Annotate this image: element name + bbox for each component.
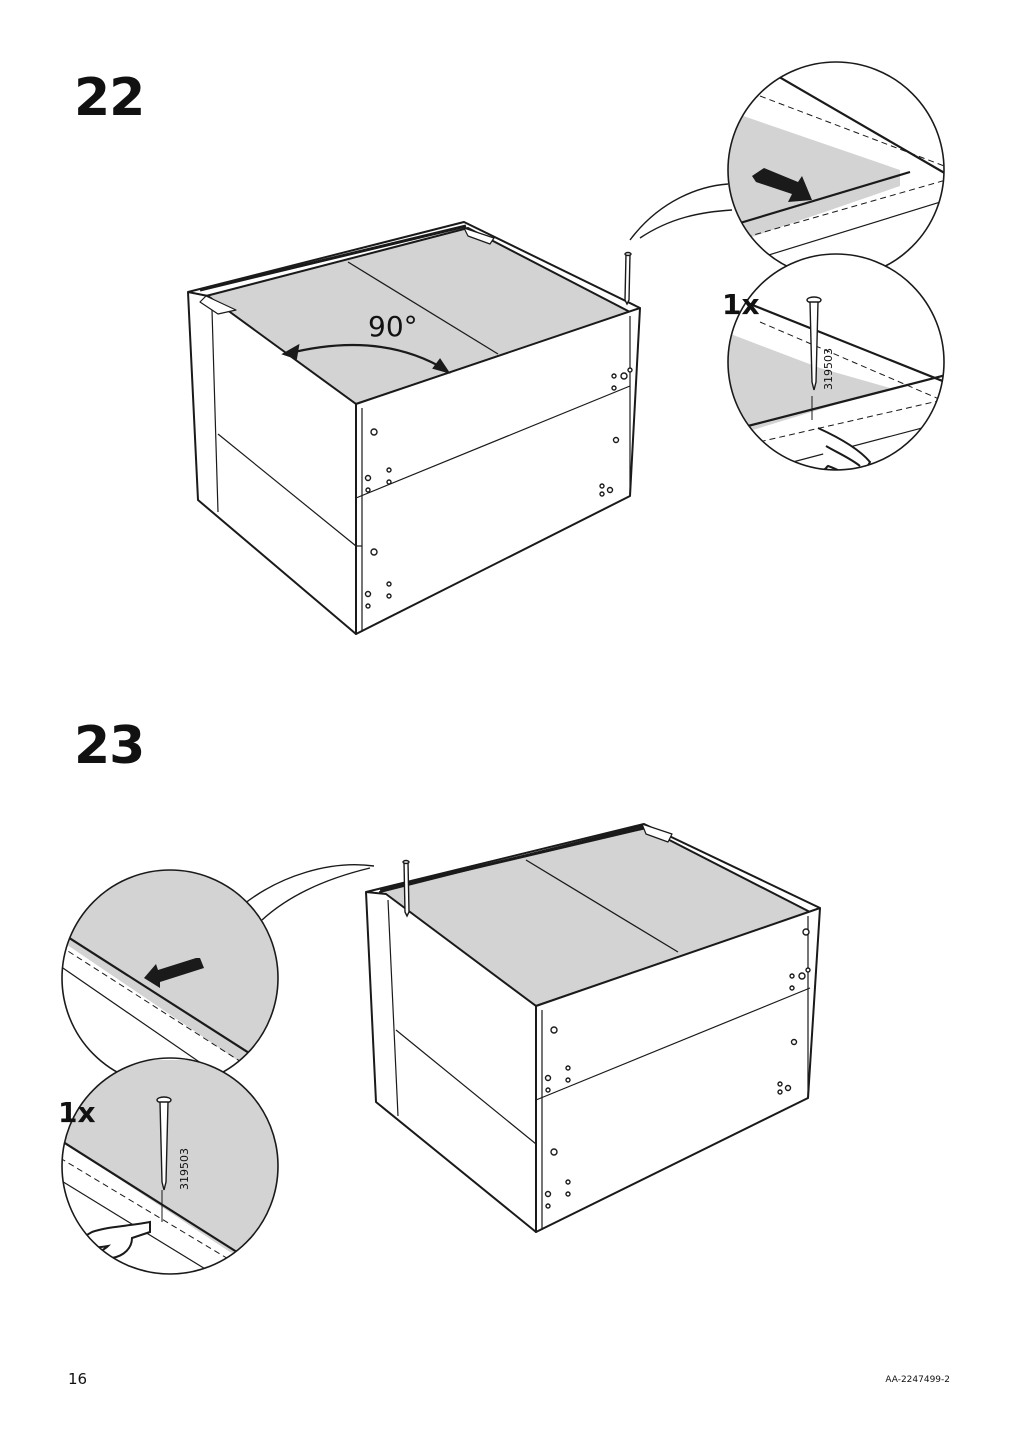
cabinet-22 xyxy=(187,221,641,635)
step-23-number: 23 xyxy=(74,716,145,776)
nail-icon-detail-22 xyxy=(806,296,822,391)
detail-circle-bottom-23 xyxy=(61,1057,279,1275)
callout-tail-23 xyxy=(243,864,375,921)
part-number-22: 319503 xyxy=(822,348,835,390)
angle-arc-22 xyxy=(281,343,451,374)
callout-tail-22 xyxy=(629,183,733,241)
step-22-number: 22 xyxy=(74,68,145,128)
step-23-illustration: 1x 319503 xyxy=(58,823,821,1275)
quantity-label-22: 1x xyxy=(722,288,760,321)
nail-icon-detail-23 xyxy=(156,1096,172,1191)
holes-22 xyxy=(364,367,633,609)
push-arrow-icon xyxy=(752,168,812,202)
detail-circle-top-23 xyxy=(61,869,279,1087)
step-22-illustration: 90° xyxy=(187,61,945,635)
push-arrow-icon-23 xyxy=(144,958,204,988)
detail-circle-bottom-22 xyxy=(727,253,945,471)
detail-circle-top-22 xyxy=(727,61,945,279)
nail-icon-22 xyxy=(624,251,632,306)
page-number: 16 xyxy=(68,1370,88,1388)
part-number-23: 319503 xyxy=(178,1148,191,1190)
quantity-label-23: 1x xyxy=(58,1096,96,1129)
holes-23 xyxy=(544,928,811,1209)
nail-icon-23 xyxy=(402,859,410,918)
hand-icon-22 xyxy=(817,427,872,470)
document-code: AA-2247499-2 xyxy=(885,1375,950,1385)
cabinet-23 xyxy=(365,823,821,1233)
angle-label: 90° xyxy=(368,310,418,343)
